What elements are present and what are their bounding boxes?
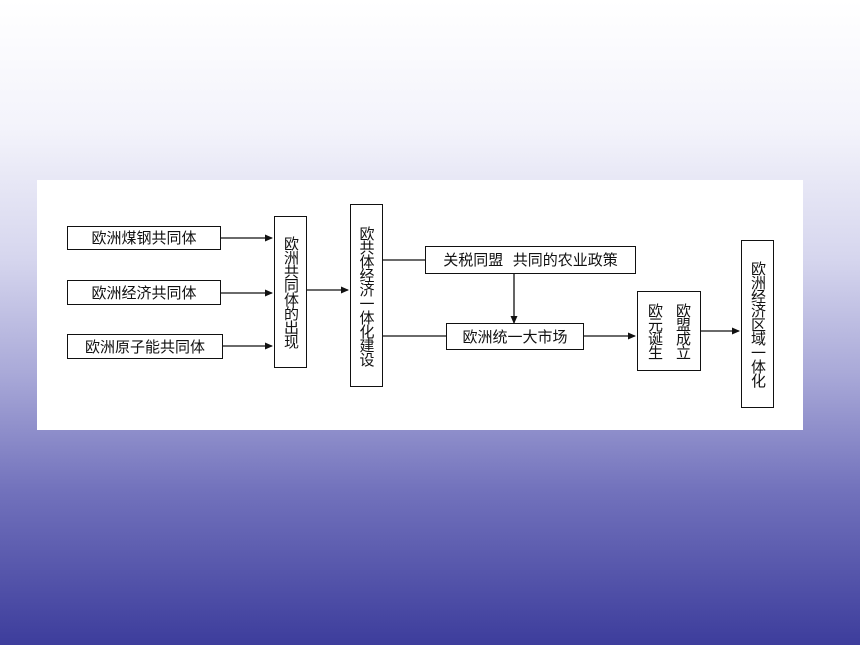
ec-emergence-label: 欧洲共同体的出现 <box>282 236 300 348</box>
single-market-box: 欧洲统一大市场 <box>446 323 584 350</box>
economic-integration-box: 欧洲经济区域一体化 <box>741 240 774 408</box>
atomic-energy-community-label: 欧洲原子能共同体 <box>84 337 205 356</box>
ec-integration-construction-label: 欧共体经济一体化建设 <box>357 225 376 366</box>
economic-community-box: 欧洲经济共同体 <box>67 280 221 305</box>
eu-founded-label: 欧盟成立 <box>674 303 692 359</box>
flow-diagram: 欧洲煤钢共同体 欧洲经济共同体 欧洲原子能共同体 欧洲共同体的出现 欧共体经济一… <box>37 180 803 430</box>
economic-community-label: 欧洲经济共同体 <box>91 283 197 302</box>
connector-lines <box>221 234 740 350</box>
eu-euro-box: 欧盟成立 欧元诞生 <box>637 291 701 371</box>
customs-union-label: 关税同盟 共同的农业政策 <box>443 251 618 269</box>
single-market-label: 欧洲统一大市场 <box>462 327 568 346</box>
ec-integration-construction-box: 欧共体经济一体化建设 <box>350 204 383 387</box>
coal-steel-community-box: 欧洲煤钢共同体 <box>67 226 221 250</box>
ec-emergence-box: 欧洲共同体的出现 <box>274 216 307 368</box>
customs-union-box: 关税同盟 共同的农业政策 <box>425 246 636 274</box>
atomic-energy-community-box: 欧洲原子能共同体 <box>67 334 223 359</box>
economic-integration-label: 欧洲经济区域一体化 <box>749 261 767 387</box>
euro-born-label: 欧元诞生 <box>646 303 664 359</box>
coal-steel-community-label: 欧洲煤钢共同体 <box>91 229 197 247</box>
